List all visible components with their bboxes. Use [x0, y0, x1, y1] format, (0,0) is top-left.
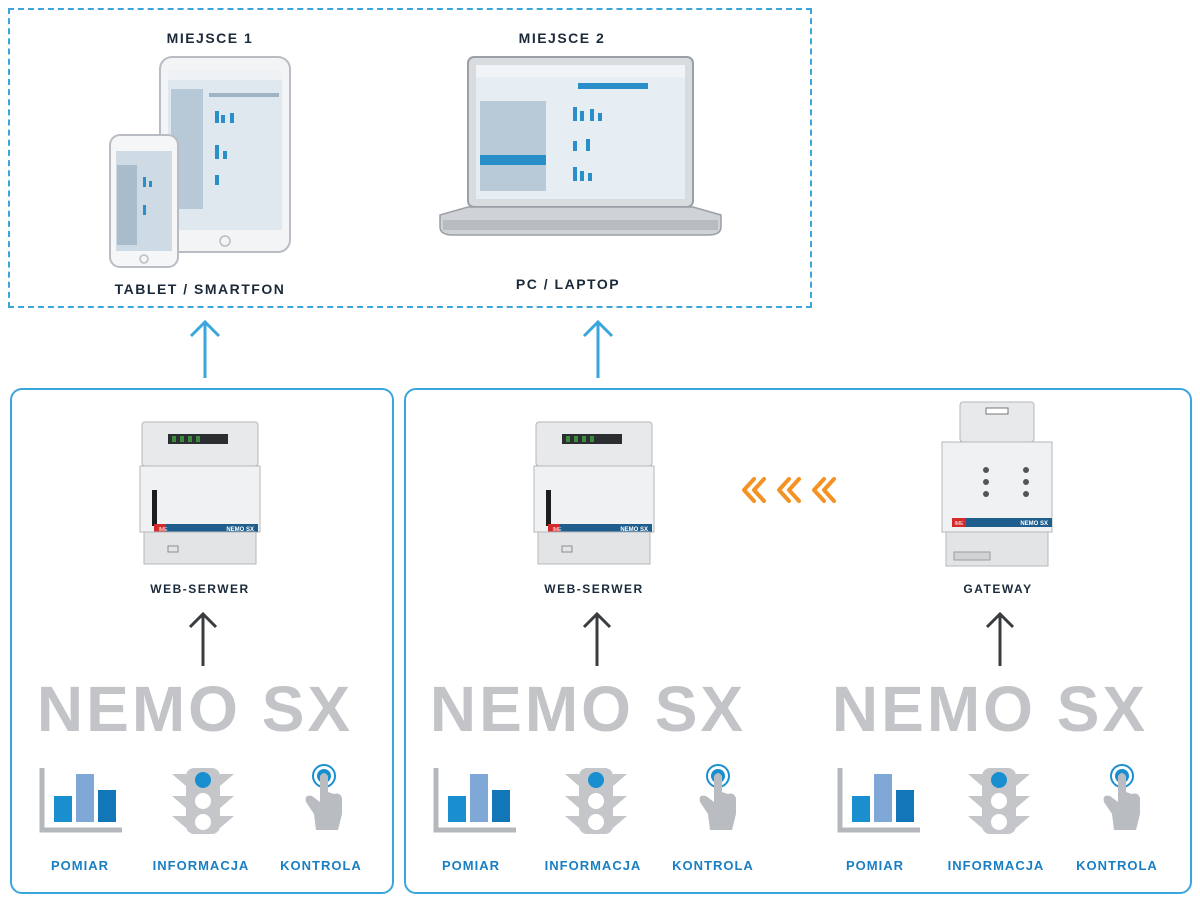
data-flow-chevrons-icon	[742, 477, 836, 503]
up-arrow-icon	[582, 319, 614, 378]
control-label-2: KONTROLA	[672, 858, 754, 873]
nemo-sx-title-1: NEMO SX	[36, 673, 354, 745]
place2-device-label: PC / LAPTOP	[515, 276, 621, 292]
webserver-label-2: WEB-SERWER	[544, 582, 644, 596]
up-arrow-icon	[188, 611, 218, 666]
measure-label-3: POMIAR	[846, 858, 904, 873]
webserver-device-1: IME NEMO SX	[139, 421, 261, 565]
bar-chart-icon	[433, 768, 516, 833]
device-name: NEMO SX	[226, 527, 254, 533]
system-panel-1	[10, 388, 394, 894]
system-panel-2	[404, 388, 1192, 894]
brand-logo: IME	[159, 527, 169, 533]
up-arrow-icon	[985, 611, 1015, 666]
information-label-3: INFORMACJA	[947, 858, 1045, 873]
measure-label-2: POMIAR	[442, 858, 500, 873]
traffic-light-icon	[968, 768, 1030, 834]
tablet-smartphone-image	[109, 56, 291, 268]
control-label-3: KONTROLA	[1076, 858, 1158, 873]
webserver-device-2: IME NEMO SX	[533, 421, 655, 565]
up-arrow-icon	[582, 611, 612, 666]
place1-device-label: TABLET / SMARTFON	[114, 281, 286, 297]
nemo-sx-title-2: NEMO SX	[429, 673, 747, 745]
gateway-label: GATEWAY	[963, 582, 1033, 596]
brand-logo: IME	[955, 521, 965, 527]
laptop-image	[439, 56, 722, 236]
up-arrow-icon	[189, 319, 221, 378]
device-name: NEMO SX	[620, 527, 648, 533]
webserver-label-1: WEB-SERWER	[150, 582, 250, 596]
control-label-1: KONTROLA	[280, 858, 362, 873]
traffic-light-icon	[565, 768, 627, 834]
touch-hand-icon	[1103, 764, 1140, 830]
information-label-1: INFORMACJA	[152, 858, 250, 873]
brand-logo: IME	[553, 527, 563, 533]
measure-label-1: POMIAR	[51, 858, 109, 873]
bar-chart-icon	[837, 768, 920, 833]
information-label-2: INFORMACJA	[544, 858, 642, 873]
place1-title: MIEJSCE 1	[166, 30, 254, 46]
bar-chart-icon	[39, 768, 122, 833]
place2-title: MIEJSCE 2	[518, 30, 606, 46]
remote-access-box	[8, 8, 812, 308]
traffic-light-icon	[172, 768, 234, 834]
touch-hand-icon	[305, 764, 342, 830]
device-name: NEMO SX	[1020, 521, 1048, 527]
touch-hand-icon	[699, 764, 736, 830]
nemo-sx-title-3: NEMO SX	[831, 673, 1149, 745]
gateway-device: IME NEMO SX	[941, 401, 1053, 567]
